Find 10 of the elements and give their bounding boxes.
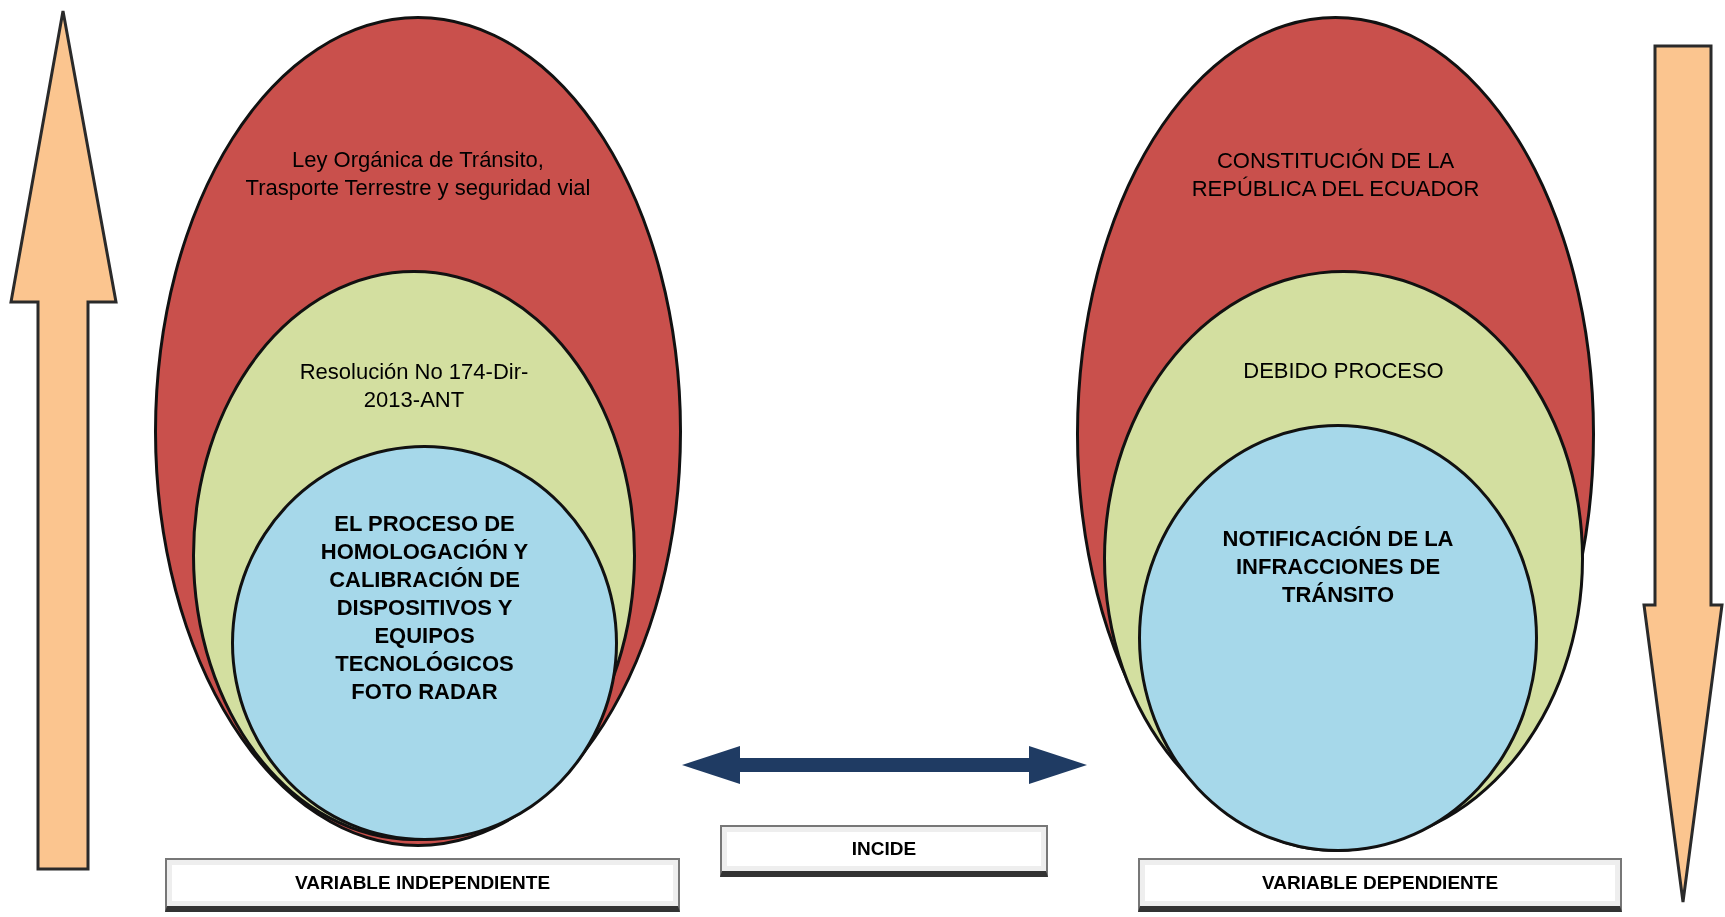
variable-label: VARIABLE DEPENDIENTE: [1138, 858, 1622, 912]
ellipse-label: Ley Orgánica de Tránsito, Trasporte Terrestre y seguridad vial: [244, 146, 592, 201]
ellipse-label: EL PROCESO DE HOMOLOGACIÓN Y CALIBRACIÓN DE DISPOSITIVOS Y EQUIPOS TECNOLÓGICOS FOTO RADAR: [319, 510, 530, 706]
ellipse-label: DEBIDO PROCESO: [1242, 357, 1445, 385]
ellipse-label: Resolución No 174-Dir-2013-ANT: [298, 358, 530, 413]
ellipse-label: NOTIFICACIÓN DE LA INFRACCIONES DE TRÁNSITO: [1221, 525, 1455, 609]
relation-label: INCIDE: [720, 825, 1048, 877]
ellipse-label: CONSTITUCIÓN DE LA REPÚBLICA DEL ECUADOR: [1190, 147, 1481, 202]
double-arrow: [682, 746, 1087, 784]
variable-label: VARIABLE INDEPENDIENTE: [165, 858, 680, 912]
